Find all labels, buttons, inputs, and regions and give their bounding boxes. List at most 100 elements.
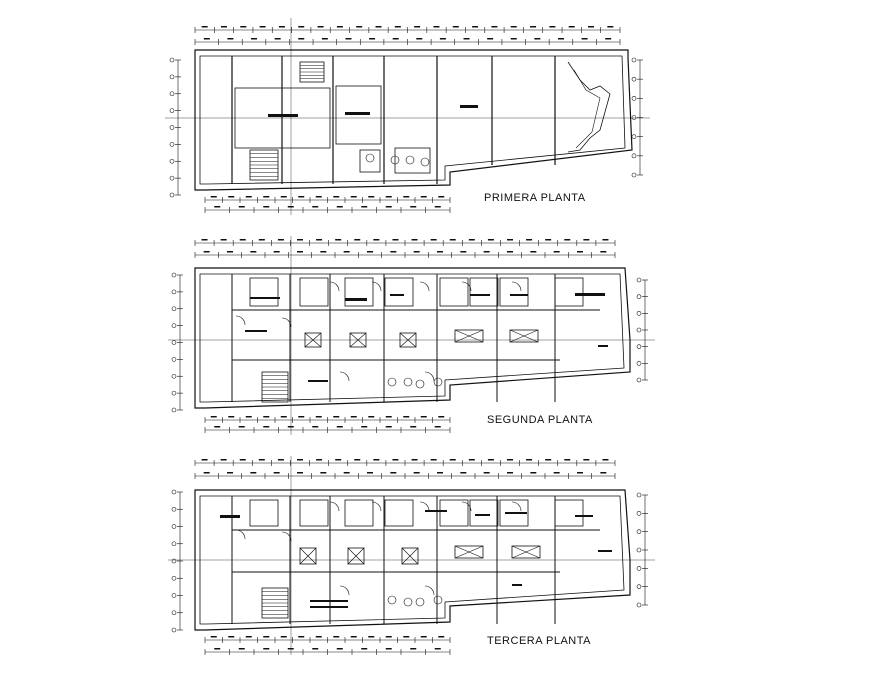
grid-bubble xyxy=(171,541,177,547)
dimension-text xyxy=(297,472,303,474)
text-block xyxy=(510,294,528,296)
text-block xyxy=(470,294,490,296)
dimension-text xyxy=(336,648,343,650)
room-outline xyxy=(344,499,374,527)
dimension-text xyxy=(227,251,233,253)
plan-title-segunda: SEGUNDA PLANTA xyxy=(487,414,593,426)
grid-bubble xyxy=(171,506,177,512)
plan-title-tercera: TERCERA PLANTA xyxy=(487,635,591,647)
dimension-text xyxy=(468,239,475,241)
dimension-text xyxy=(600,472,607,474)
dimension-text xyxy=(335,239,342,241)
dimension-text xyxy=(228,196,235,198)
dimension-text xyxy=(390,472,397,474)
fixture xyxy=(420,157,430,167)
dimension-text xyxy=(298,636,305,638)
dimension-text xyxy=(545,459,552,461)
grid-bubble xyxy=(171,575,177,581)
dimension-text xyxy=(564,459,571,461)
dimension-text xyxy=(350,196,357,198)
room-outline xyxy=(249,499,279,527)
door-swing xyxy=(419,501,430,512)
dimension-text xyxy=(350,636,357,638)
dimension-text xyxy=(530,251,537,253)
dimension-text xyxy=(335,459,342,461)
text-block xyxy=(345,298,367,301)
building-outline xyxy=(194,49,633,191)
dimension-text xyxy=(263,426,270,428)
dimension-text xyxy=(583,459,590,461)
dimension-text xyxy=(390,251,397,253)
grid-bubble xyxy=(171,306,177,312)
dimension-text xyxy=(510,26,517,28)
room-outline xyxy=(299,277,329,307)
grid-bubble xyxy=(171,289,177,295)
door-swing xyxy=(424,585,435,596)
door-swing xyxy=(339,371,350,382)
room-outline xyxy=(335,85,382,145)
dimension-text xyxy=(487,239,494,241)
dimension-text xyxy=(210,636,217,638)
dimension-text xyxy=(220,239,227,241)
grid-bubble xyxy=(169,175,175,181)
dimension-text xyxy=(510,38,517,40)
door-swing xyxy=(329,501,340,512)
dimension-text xyxy=(507,472,513,474)
dimension-text xyxy=(201,26,208,28)
grid-bubble xyxy=(636,584,642,589)
dimension-text xyxy=(277,459,284,461)
grid-bubble xyxy=(169,108,175,113)
door-swing xyxy=(235,315,246,326)
dimension-text xyxy=(336,206,343,208)
text-block xyxy=(512,584,522,586)
dimension-text xyxy=(315,636,322,638)
dimension-text xyxy=(373,239,380,241)
curved-stage xyxy=(573,69,601,149)
grid-bubble xyxy=(636,327,642,333)
grid-bubble xyxy=(169,91,175,97)
dimension-text xyxy=(507,251,513,253)
void-box xyxy=(511,545,541,559)
grid-bubble xyxy=(636,566,642,571)
dimension-text xyxy=(368,416,375,418)
dimension-text xyxy=(210,416,217,418)
dimension-text xyxy=(414,26,421,28)
dimension-text xyxy=(437,251,443,253)
dimension-text xyxy=(227,472,233,474)
dimension-text xyxy=(437,472,443,474)
grid-bubble xyxy=(636,602,642,608)
door-swing xyxy=(235,529,246,540)
room-outline xyxy=(439,499,469,527)
door-swing xyxy=(371,281,382,292)
dimension-text xyxy=(564,239,571,241)
dimension-text xyxy=(410,206,417,208)
dimension-text xyxy=(385,636,392,638)
door-swing xyxy=(371,501,382,512)
dimension-text xyxy=(263,206,270,208)
dimension-text xyxy=(250,251,257,253)
room-outline xyxy=(554,277,584,307)
dimension-text xyxy=(263,648,270,650)
text-block xyxy=(345,112,370,115)
dimension-text xyxy=(368,636,375,638)
text-block xyxy=(598,345,608,347)
dimension-text xyxy=(394,26,401,28)
fixture xyxy=(387,595,397,605)
dimension-text xyxy=(491,26,498,28)
dimension-text xyxy=(607,26,614,28)
text-block xyxy=(245,330,267,332)
dimension-text xyxy=(203,38,210,40)
dimension-text xyxy=(273,472,280,474)
dimension-text xyxy=(438,416,445,418)
dimension-text xyxy=(228,416,235,418)
dimension-text xyxy=(227,38,234,40)
text-block xyxy=(220,515,240,518)
dimension-text xyxy=(297,251,303,253)
dimension-text xyxy=(361,206,368,208)
text-block xyxy=(310,600,348,602)
dimension-text xyxy=(220,459,227,461)
grid-bubble xyxy=(631,76,637,82)
dimension-text xyxy=(420,196,427,198)
dimension-text xyxy=(483,251,490,253)
